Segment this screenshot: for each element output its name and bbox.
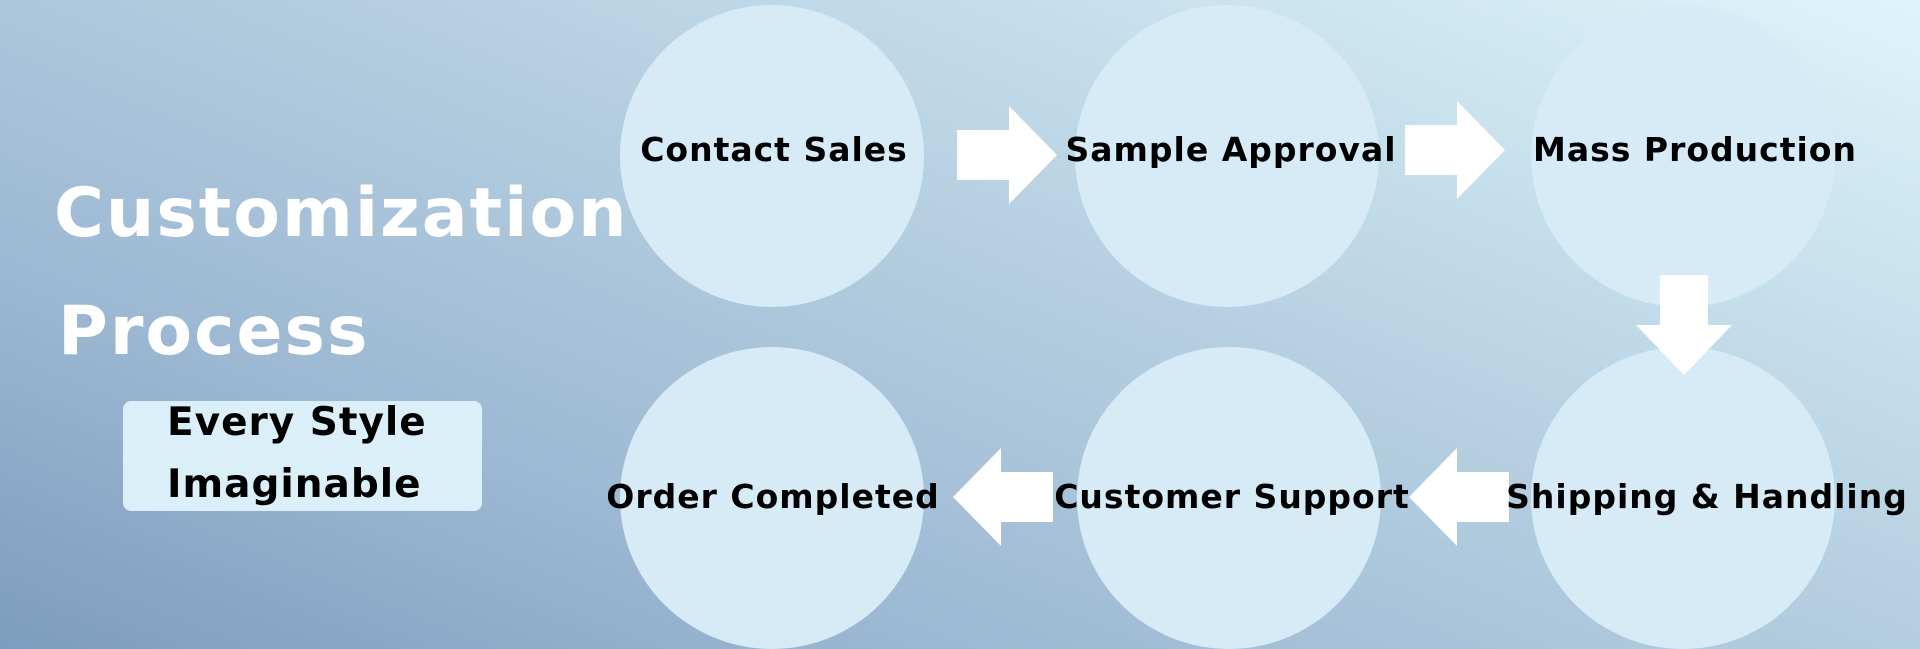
step-label-order-completed: Order Completed (606, 477, 940, 516)
step-circle-mass-production (1531, 5, 1835, 307)
arrow-left-icon (1409, 448, 1509, 546)
arrow-left-icon (953, 448, 1053, 546)
step-circle-order-completed (620, 347, 924, 649)
step-circle-contact-sales (620, 5, 924, 307)
step-label-contact-sales: Contact Sales (640, 130, 908, 169)
step-label-sample-approval: Sample Approval (1065, 130, 1397, 169)
step-label-customer-support: Customer Support (1054, 477, 1410, 516)
title-line-2: Process (58, 292, 370, 371)
tagline-line-2: Imaginable (167, 462, 422, 507)
step-label-shipping-handling: Shipping & Handling (1506, 477, 1908, 516)
step-circle-customer-support (1077, 347, 1381, 649)
step-circle-sample-approval (1075, 5, 1379, 307)
arrow-down-icon (1636, 275, 1732, 375)
arrow-right-icon (1405, 101, 1505, 199)
tagline-box: Every Style Imaginable (123, 401, 482, 511)
step-label-mass-production: Mass Production (1533, 130, 1857, 169)
arrow-right-icon (957, 106, 1057, 204)
tagline-line-1: Every Style (167, 400, 427, 445)
title-line-1: Customization (54, 174, 629, 253)
step-circle-shipping-handling (1531, 347, 1835, 649)
